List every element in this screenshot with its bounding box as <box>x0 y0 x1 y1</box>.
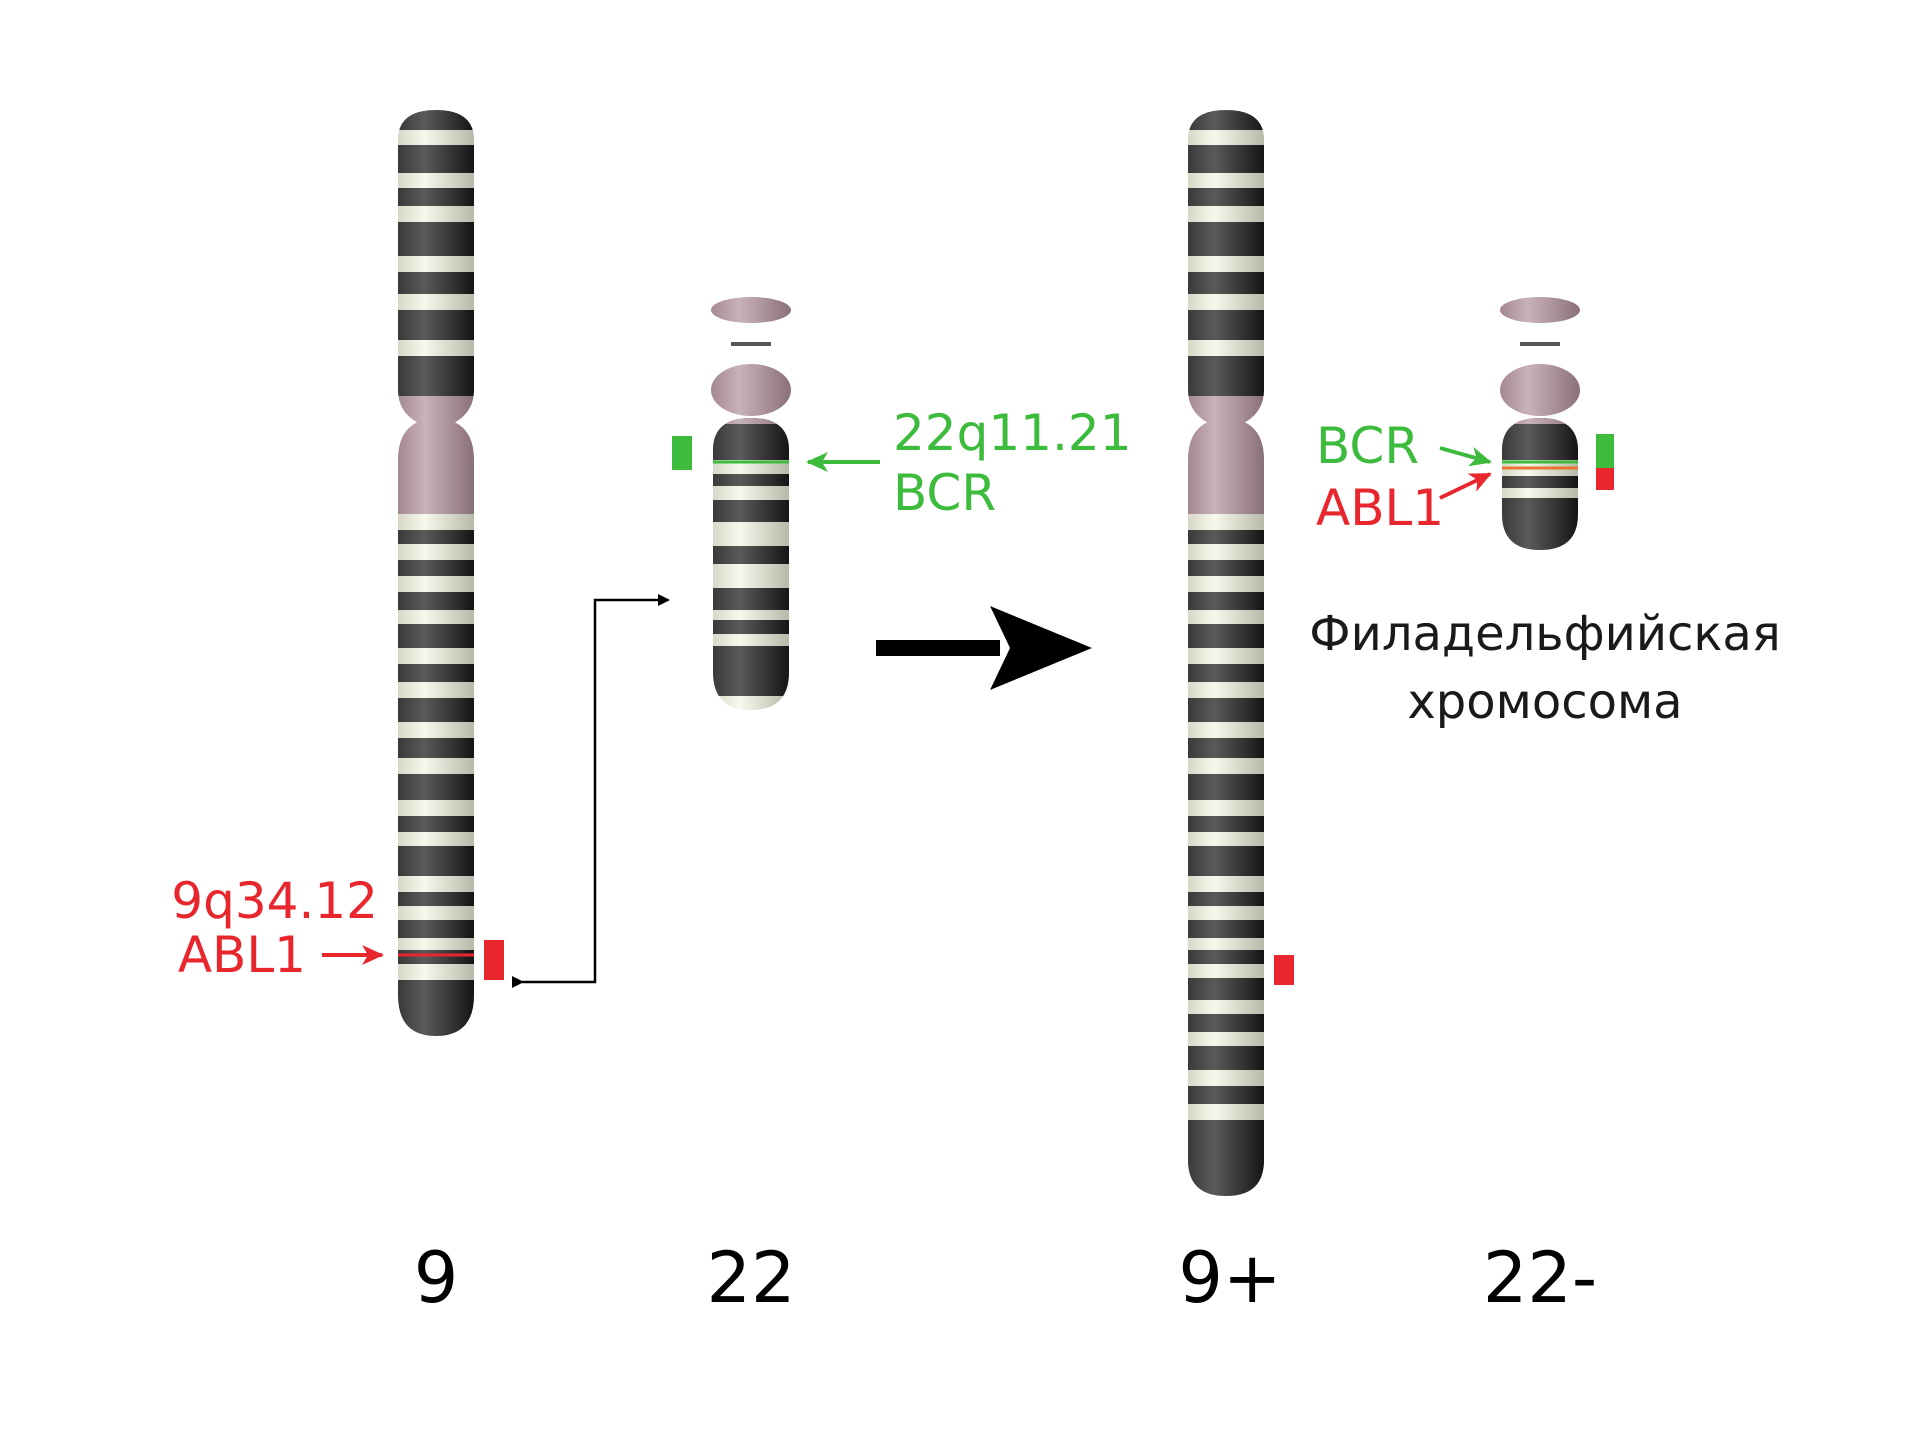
chr22-locus-label: 22q11.21 <box>893 404 1132 462</box>
chromosome-22 <box>711 297 791 710</box>
abl1-marker-ph <box>1596 468 1614 490</box>
ph-caption-line1: Филадельфийская <box>1309 606 1780 662</box>
abl1-marker-chr9 <box>484 940 504 980</box>
chromosome-9-label: 9 <box>414 1237 459 1319</box>
chromosome-9-derivative <box>1188 110 1264 1196</box>
ph-abl1-pointer-arrow <box>1439 472 1492 500</box>
chromosome-9-centromere <box>398 396 474 514</box>
ph-abl1-label: ABL1 <box>1316 479 1444 537</box>
ph-caption-line2: хромосома <box>1407 674 1682 730</box>
chromosome-22-label: 22 <box>706 1237 795 1319</box>
chromosome-22-stalk <box>731 342 771 346</box>
bcr-marker-chr22 <box>672 436 692 470</box>
chromosome-22-derivative <box>1500 297 1580 550</box>
chr22-gene-label: BCR <box>893 464 996 522</box>
chromosome-22-p-arm <box>711 364 791 416</box>
abl1-marker-chr9-derivative <box>1274 955 1294 985</box>
chromosome-22-satellite <box>711 297 791 323</box>
chr9-gene-label: ABL1 <box>178 926 306 984</box>
chromosome-22-derivative-label: 22- <box>1483 1237 1597 1319</box>
chromosome-9-bands <box>398 110 474 1036</box>
chromosome-9-derivative-label: 9+ <box>1178 1237 1281 1319</box>
ph-bcr-pointer-arrow <box>1439 446 1492 467</box>
ph-bcr-label: BCR <box>1316 417 1419 475</box>
result-arrow-head <box>990 606 1092 690</box>
translocation-exchange-arrow <box>512 594 670 988</box>
chr9-locus-label: 9q34.12 <box>171 872 378 930</box>
chromosome-9 <box>398 110 474 1036</box>
bcr-marker-ph <box>1596 434 1614 468</box>
